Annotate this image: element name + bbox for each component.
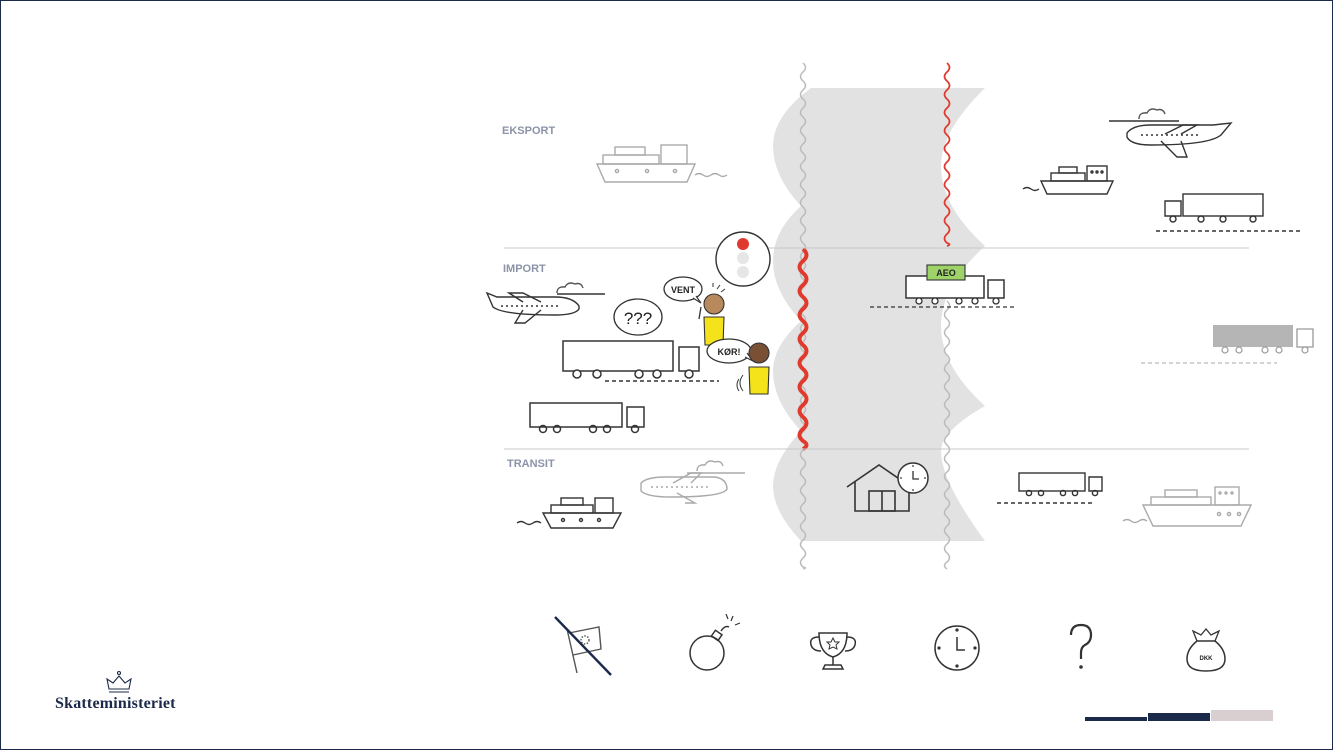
truck-icon bbox=[529, 402, 645, 434]
section-label-export: EKSPORT bbox=[502, 125, 555, 137]
cargo-ship-icon bbox=[516, 497, 623, 529]
section-label-transit: TRANSIT bbox=[507, 458, 555, 470]
closed-border-segment bbox=[797, 247, 809, 451]
aeo-label: AEO bbox=[936, 268, 956, 278]
truck-icon bbox=[997, 472, 1103, 504]
customs-officer-figure bbox=[736, 342, 770, 395]
speech-bubble-vent: VENT bbox=[663, 276, 703, 304]
dkk-label: DKK bbox=[1200, 656, 1214, 662]
speech-bubble-question: ??? bbox=[613, 298, 663, 336]
airplane-icon bbox=[1109, 108, 1233, 158]
vent-label: VENT bbox=[671, 285, 696, 295]
truck-icon bbox=[562, 340, 719, 382]
left-border-line bbox=[799, 62, 807, 570]
customs-zone bbox=[773, 88, 985, 541]
customs-officer-figure bbox=[698, 283, 726, 346]
brand-name: Skatteministeriet bbox=[55, 695, 176, 712]
open-border-segment bbox=[943, 62, 951, 247]
traffic-light-icon bbox=[715, 231, 771, 287]
crown-icon bbox=[106, 670, 132, 693]
question-mark-icon bbox=[1069, 623, 1093, 669]
airplane-icon bbox=[640, 460, 745, 504]
clock-icon bbox=[934, 625, 980, 671]
crossed-out-flag-icon bbox=[554, 616, 612, 676]
kor-label: KØR! bbox=[718, 347, 741, 357]
clock-icon bbox=[897, 462, 929, 494]
right-border-line bbox=[943, 300, 951, 570]
cargo-ship-icon bbox=[1122, 486, 1253, 527]
cargo-ship-icon bbox=[1022, 165, 1115, 195]
truck-icon bbox=[1141, 325, 1314, 364]
truck-icon bbox=[1156, 193, 1301, 232]
speech-bubble-kor: KØR! bbox=[706, 338, 754, 364]
bomb-icon bbox=[689, 613, 741, 671]
slide-progress-indicator bbox=[1085, 710, 1273, 721]
trophy-icon bbox=[809, 632, 857, 670]
section-label-import: IMPORT bbox=[503, 263, 546, 275]
question-label: ??? bbox=[624, 309, 652, 328]
airplane-icon bbox=[485, 282, 605, 324]
aeo-truck-icon: AEO bbox=[870, 264, 1016, 308]
money-bag-icon: DKK bbox=[1186, 627, 1226, 672]
cargo-ship-icon bbox=[595, 144, 728, 183]
